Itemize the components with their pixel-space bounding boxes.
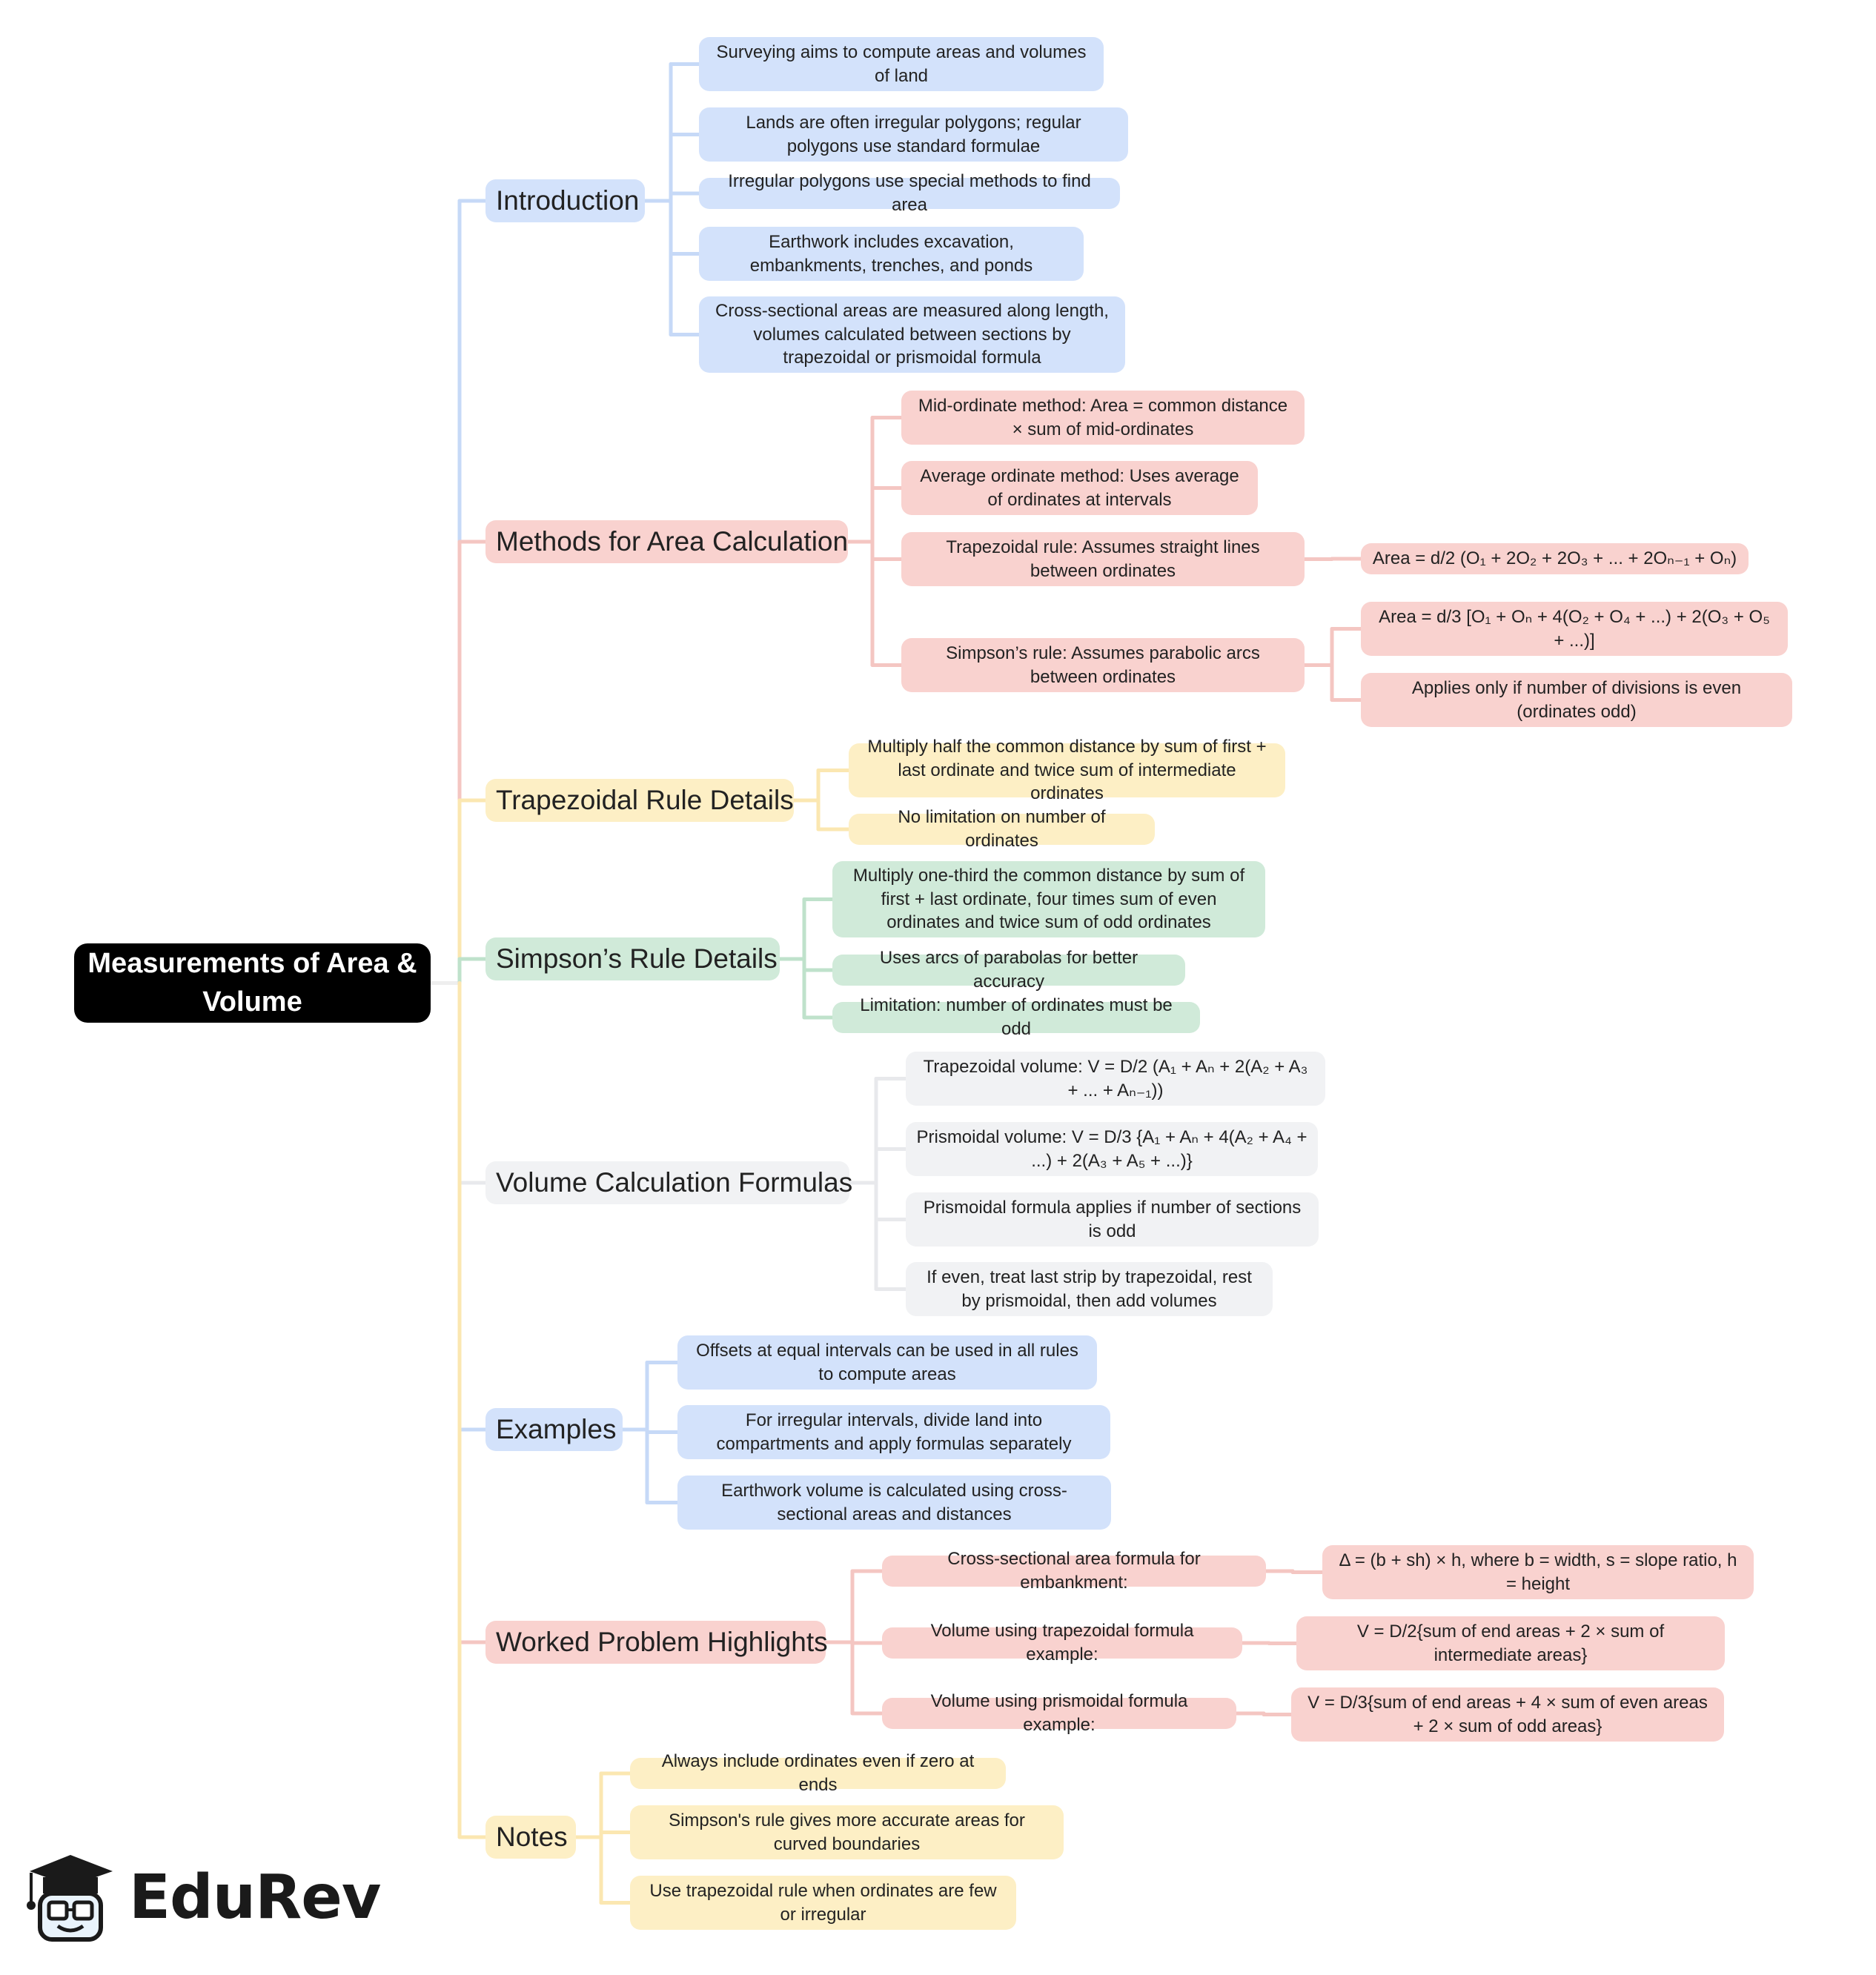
leaf-node-offsets-at-equal-intervals-can-be-used-i: Offsets at equal intervals can be used i… <box>677 1335 1097 1390</box>
branch-node-worked-problem-highlights: Worked Problem Highlights <box>485 1621 828 1664</box>
branch-node-examples: Examples <box>485 1408 623 1451</box>
leaf-node-cross-sectional-areas-are-measured-along: Cross-sectional areas are measured along… <box>699 296 1125 373</box>
leaf-node-for-irregular-intervals-divide-land-into: For irregular intervals, divide land int… <box>677 1405 1110 1459</box>
leaf-node-if-even-treat-last-strip-by-trapezoidal-: If even, treat last strip by trapezoidal… <box>906 1262 1273 1316</box>
leaf-node-volume-using-trapezoidal-formula-example: Volume using trapezoidal formula example… <box>882 1621 1242 1664</box>
leaf-node-trapezoidal-rule-assumes-straight-lines-: Trapezoidal rule: Assumes straight lines… <box>901 532 1305 586</box>
branch-node-trapezoidal-rule-details: Trapezoidal Rule Details <box>485 779 794 822</box>
leaf-node-v-d-2-sum-of-end-areas-2-sum-of-intermed: V = D/2{sum of end areas + 2 × sum of in… <box>1296 1616 1725 1670</box>
leaf-node-prismoidal-volume-v-d-3-a-a-4-a-a-2-a-a: Prismoidal volume: V = D/3 {A₁ + Aₙ + 4(… <box>906 1122 1318 1176</box>
leaf-node-uses-arcs-of-parabolas-for-better-accura: Uses arcs of parabolas for better accura… <box>832 948 1185 992</box>
root-node: Measurements of Area & Volume <box>74 943 431 1023</box>
leaf-node-prismoidal-formula-applies-if-number-of-: Prismoidal formula applies if number of … <box>906 1192 1319 1247</box>
leaf-node-earthwork-volume-is-calculated-using-cro: Earthwork volume is calculated using cro… <box>677 1476 1111 1530</box>
branch-node-volume-calculation-formulas: Volume Calculation Formulas <box>485 1161 852 1204</box>
leaf-node-average-ordinate-method-uses-average-of-: Average ordinate method: Uses average of… <box>901 461 1258 515</box>
leaf-node-area-d-2-o-2o-2o-2o-o: Area = d/2 (O₁ + 2O₂ + 2O₃ + ... + 2Oₙ₋₁… <box>1361 543 1749 574</box>
branch-node-methods-for-area-calculation: Methods for Area Calculation <box>485 520 848 563</box>
leaf-node-irregular-polygons-use-special-methods-t: Irregular polygons use special methods t… <box>699 171 1120 215</box>
leaf-node-v-d-3-sum-of-end-areas-4-sum-of-even-are: V = D/3{sum of end areas + 4 × sum of ev… <box>1291 1687 1724 1742</box>
branch-node-notes: Notes <box>485 1816 576 1859</box>
leaf-node-simpson-s-rule-gives-more-accurate-areas: Simpson's rule gives more accurate areas… <box>630 1805 1064 1859</box>
leaf-node-applies-only-if-number-of-divisions-is-e: Applies only if number of divisions is e… <box>1361 673 1792 727</box>
leaf-node-cross-sectional-area-formula-for-embankm: Cross-sectional area formula for embankm… <box>882 1549 1266 1593</box>
leaf-node-multiply-one-third-the-common-distance-b: Multiply one-third the common distance b… <box>832 861 1265 937</box>
leaf-node-earthwork-includes-excavation-embankment: Earthwork includes excavation, embankmen… <box>699 227 1084 281</box>
leaf-node-b-sh-h-where-b-width-s-slope-ratio-h-hei: Δ = (b + sh) × h, where b = width, s = s… <box>1322 1545 1754 1599</box>
leaf-node-multiply-half-the-common-distance-by-sum: Multiply half the common distance by sum… <box>849 737 1285 803</box>
leaf-node-mid-ordinate-method-area-common-distance: Mid-ordinate method: Area = common dista… <box>901 391 1305 445</box>
leaf-node-limitation-number-of-ordinates-must-be-o: Limitation: number of ordinates must be … <box>832 995 1200 1039</box>
leaf-node-always-include-ordinates-even-if-zero-at: Always include ordinates even if zero at… <box>630 1751 1006 1795</box>
graduate-cap-icon <box>27 1855 113 1942</box>
leaf-node-use-trapezoidal-rule-when-ordinates-are-: Use trapezoidal rule when ordinates are … <box>630 1876 1016 1930</box>
leaf-node-area-d-3-o-o-4-o-o-2-o-o: Area = d/3 [O₁ + Oₙ + 4(O₂ + O₄ + ...) +… <box>1361 602 1788 656</box>
branch-node-introduction: Introduction <box>485 179 645 222</box>
branch-node-simpson-s-rule-details: Simpson’s Rule Details <box>485 937 780 980</box>
leaf-node-trapezoidal-volume-v-d-2-a-a-2-a-a-a: Trapezoidal volume: V = D/2 (A₁ + Aₙ + 2… <box>906 1052 1325 1106</box>
leaf-node-no-limitation-on-number-of-ordinates: No limitation on number of ordinates <box>849 807 1155 851</box>
leaf-node-surveying-aims-to-compute-areas-and-volu: Surveying aims to compute areas and volu… <box>699 37 1104 91</box>
leaf-node-simpson-s-rule-assumes-parabolic-arcs-be: Simpson’s rule: Assumes parabolic arcs b… <box>901 638 1305 692</box>
leaf-node-lands-are-often-irregular-polygons-regul: Lands are often irregular polygons; regu… <box>699 107 1128 162</box>
leaf-node-volume-using-prismoidal-formula-example: Volume using prismoidal formula example: <box>882 1691 1236 1735</box>
edurev-logo-text: EduRev <box>129 1862 381 1933</box>
edurev-logo: EduRev <box>22 1830 408 1964</box>
